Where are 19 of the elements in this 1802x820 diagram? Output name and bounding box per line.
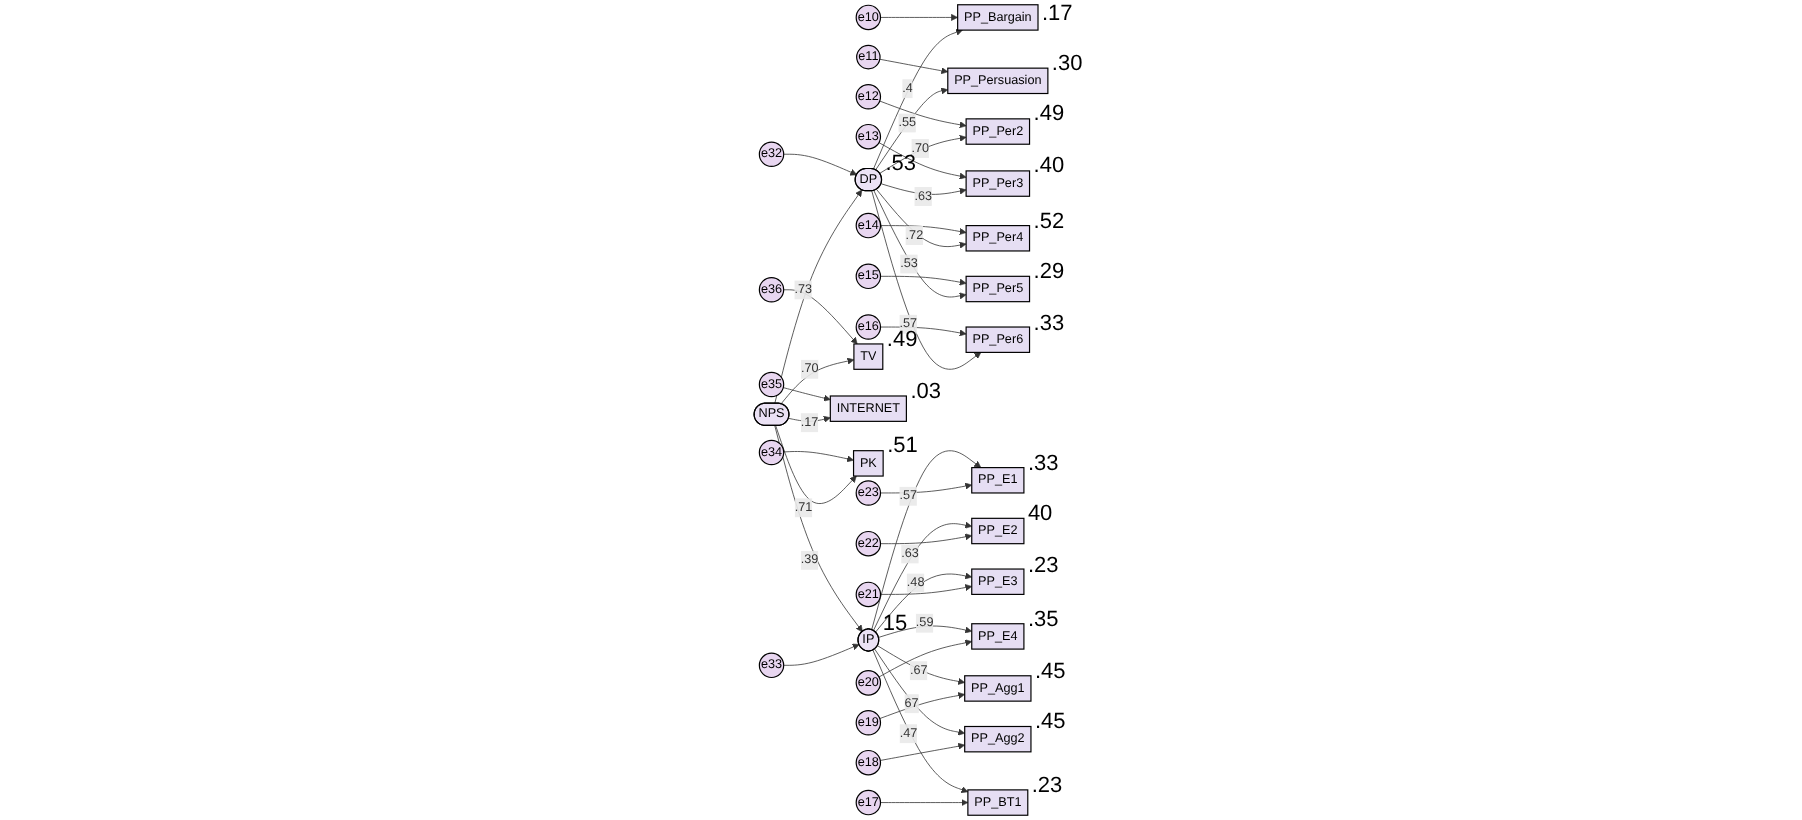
coefficient-label: .51 bbox=[887, 434, 918, 459]
coefficient-label: .49 bbox=[886, 327, 918, 352]
coefficient-label: .33 bbox=[1027, 451, 1059, 476]
coefficient-label: 15 bbox=[882, 612, 908, 637]
coefficient-label: 40 bbox=[1027, 502, 1053, 527]
coefficient-label: .52 bbox=[1033, 209, 1065, 234]
coefficient-label: .49 bbox=[1033, 102, 1065, 127]
coefficient-label: .29 bbox=[1033, 260, 1065, 285]
coefficient-label: .30 bbox=[1051, 52, 1083, 77]
coefficient-label: .53 bbox=[885, 152, 917, 177]
coefficient-label: .45 bbox=[1034, 659, 1066, 684]
coefficient-label: .23 bbox=[1027, 553, 1059, 578]
coefficient-label: .17 bbox=[1042, 2, 1073, 26]
coefficient-label: .40 bbox=[1033, 154, 1065, 179]
coefficient-label: .45 bbox=[1034, 710, 1066, 735]
coefficient-label: .35 bbox=[1027, 607, 1059, 632]
coefficient-label: .23 bbox=[1031, 773, 1063, 798]
coefficient-label: .33 bbox=[1033, 311, 1065, 336]
coefficient-label: .03 bbox=[910, 379, 941, 404]
